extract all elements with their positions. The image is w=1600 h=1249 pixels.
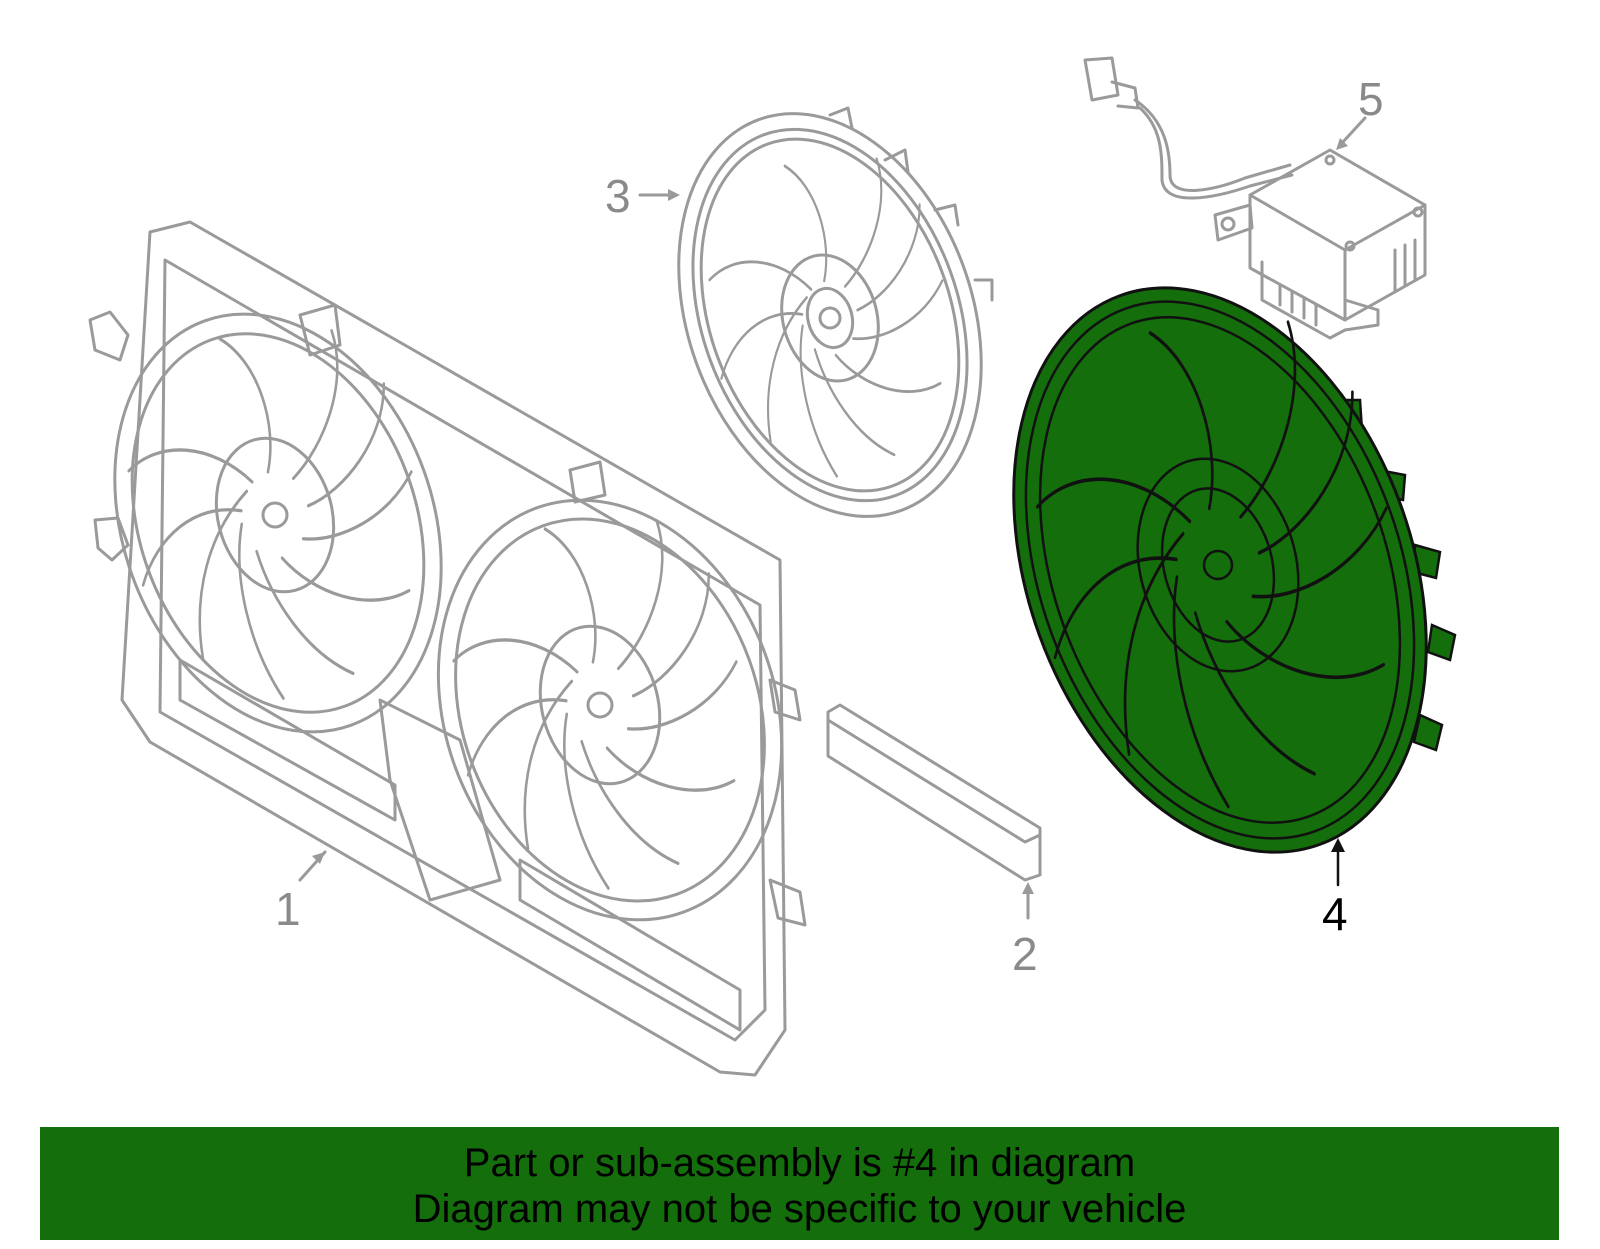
seal-strip — [826, 703, 1042, 882]
leader-lines — [298, 116, 1367, 920]
callout-2: 2 — [1012, 928, 1038, 980]
callout-4: 4 — [1322, 888, 1348, 940]
fan-control-module — [1083, 56, 1427, 340]
fan-assembly-3 — [677, 106, 994, 518]
callout-1: 1 — [275, 883, 301, 935]
banner-line-disclaimer: Diagram may not be specific to your vehi… — [412, 1187, 1187, 1231]
fan-assembly-4-highlighted — [1009, 272, 1457, 854]
fan-shroud-assembly — [88, 220, 807, 1077]
callout-3: 3 — [605, 170, 631, 222]
banner-line-part: Part or sub-assembly is #4 in diagram — [463, 1141, 1136, 1185]
callout-5: 5 — [1358, 73, 1384, 125]
info-banner: Part or sub-assembly is #4 in diagram Di… — [40, 1127, 1559, 1240]
